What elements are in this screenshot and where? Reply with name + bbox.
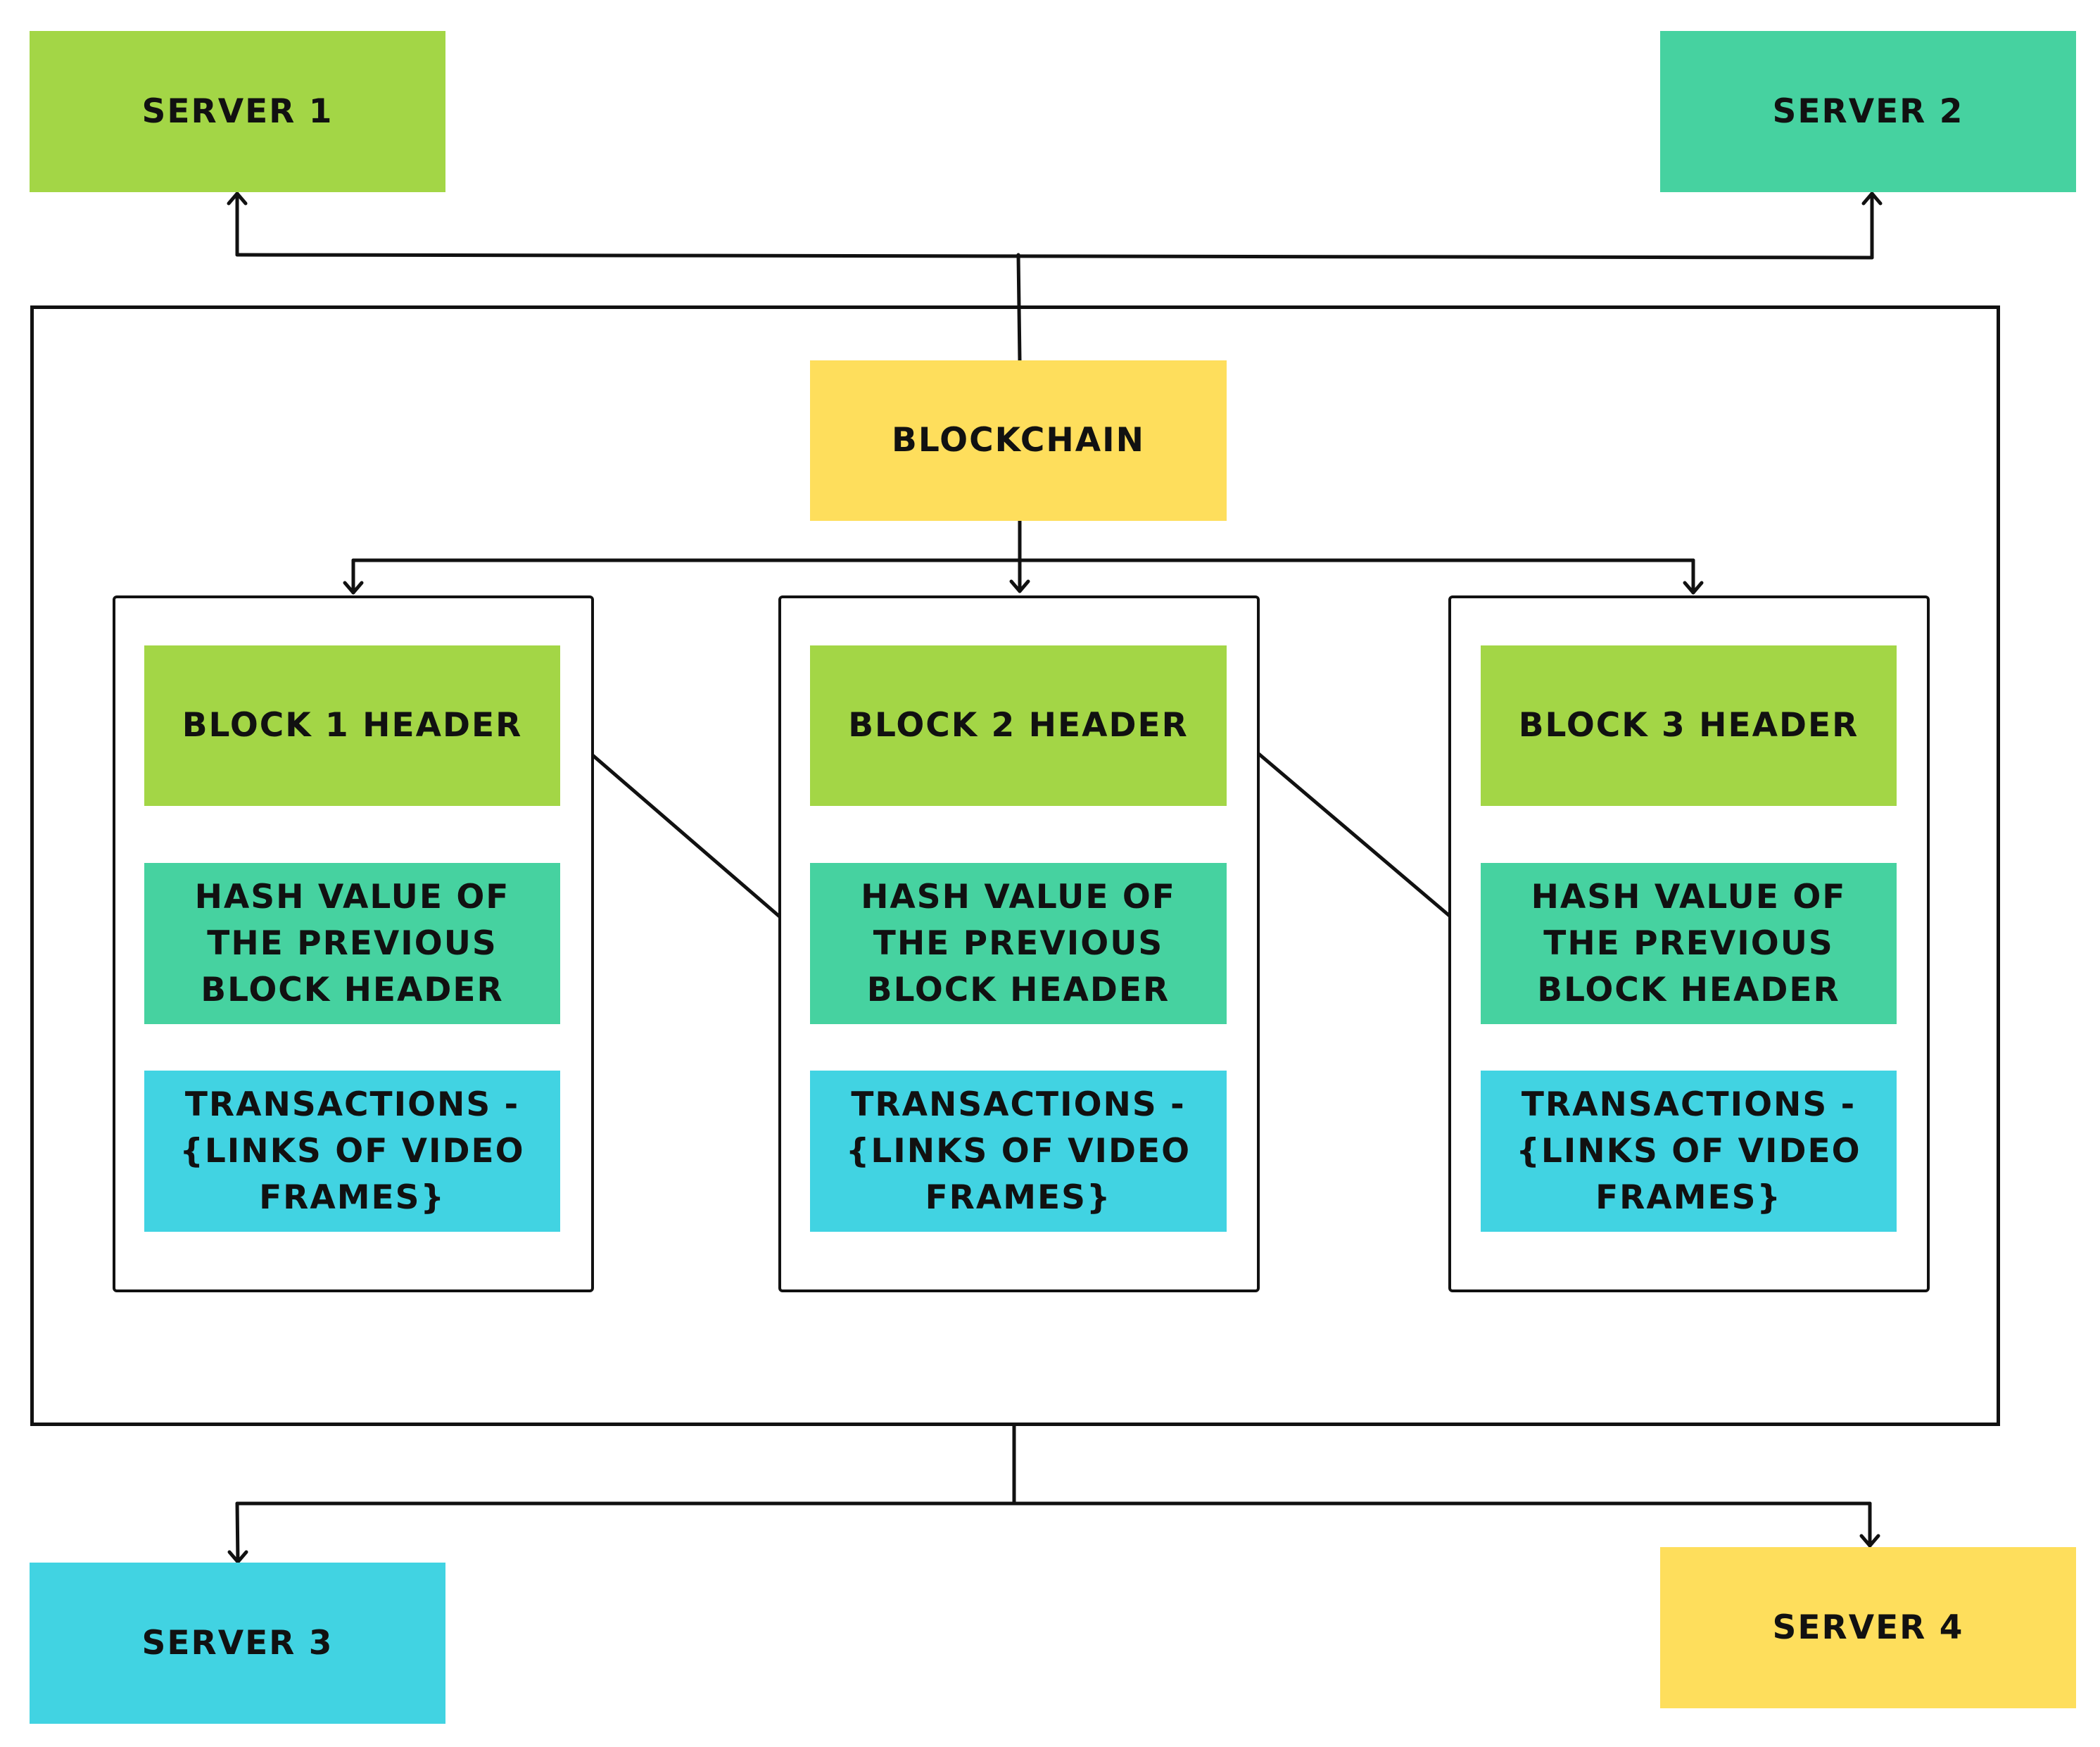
link-block-1-header-to-block-2-hash [559, 726, 815, 947]
block-1-transactions-line-1: TRANSACTIONS - [184, 1085, 520, 1124]
block-1-header: BLOCK 1 HEADER [144, 645, 560, 806]
blockchain-label: BLOCKCHAIN [892, 421, 1145, 460]
server-2-label: SERVER 2 [1772, 92, 1964, 131]
block-3-transactions-line-2: {LINKS OF VIDEO [1516, 1131, 1861, 1171]
block-2-header: BLOCK 2 HEADER [810, 645, 1227, 806]
block-3-transactions-line-1: TRANSACTIONS - [1521, 1085, 1857, 1124]
block-1-prev-hash-line-1: HASH VALUE OF [194, 877, 510, 916]
server-3: SERVER 3 [30, 1563, 445, 1724]
block-3-header: BLOCK 3 HEADER [1481, 645, 1897, 806]
block-1-prev-hash: HASH VALUE OF THE PREVIOUS BLOCK HEADER [144, 863, 560, 1024]
arrowhead-server-2 [1861, 191, 1883, 206]
block-2-transactions: TRANSACTIONS - {LINKS OF VIDEO FRAMES} [810, 1071, 1227, 1232]
block-3-prev-hash-line-1: HASH VALUE OF [1531, 877, 1847, 916]
link-top-bus [235, 253, 1874, 260]
arrowhead-server-3 [227, 1550, 248, 1564]
block-1-prev-hash-line-2: THE PREVIOUS [207, 923, 498, 963]
arrowhead-block-1 [343, 581, 364, 595]
server-4-label: SERVER 4 [1772, 1608, 1964, 1647]
arrowhead-server-4 [1859, 1534, 1880, 1548]
server-4: SERVER 4 [1660, 1547, 2076, 1708]
block-2-header-label: BLOCK 2 HEADER [848, 706, 1189, 745]
block-2-transactions-line-1: TRANSACTIONS - [851, 1085, 1186, 1124]
link-bottom-bus-to-server-3 [235, 1501, 240, 1564]
block-3-transactions: TRANSACTIONS - {LINKS OF VIDEO FRAMES} [1481, 1071, 1897, 1232]
block-3-prev-hash-line-2: THE PREVIOUS [1543, 923, 1834, 963]
block-3-header-label: BLOCK 3 HEADER [1518, 706, 1859, 745]
block-1-transactions: TRANSACTIONS - {LINKS OF VIDEO FRAMES} [144, 1071, 560, 1232]
block-1-transactions-line-2: {LINKS OF VIDEO [179, 1131, 525, 1171]
block-2-prev-hash: HASH VALUE OF THE PREVIOUS BLOCK HEADER [810, 863, 1227, 1024]
block-3-prev-hash-line-3: BLOCK HEADER [1537, 970, 1840, 1009]
server-3-label: SERVER 3 [141, 1623, 334, 1663]
arrowhead-block-2 [1009, 579, 1030, 593]
arrowhead-block-3 [1683, 581, 1704, 595]
blockchain-container [30, 305, 2000, 1426]
server-2: SERVER 2 [1660, 31, 2076, 192]
block-2-prev-hash-line-3: BLOCK HEADER [866, 970, 1170, 1009]
block-3-prev-hash: HASH VALUE OF THE PREVIOUS BLOCK HEADER [1481, 863, 1897, 1024]
blockchain-node: BLOCKCHAIN [810, 360, 1227, 521]
block-1-header-label: BLOCK 1 HEADER [182, 706, 523, 745]
server-1-label: SERVER 1 [141, 92, 334, 131]
server-1: SERVER 1 [30, 31, 445, 192]
link-block-2-header-to-block-3-hash [1226, 726, 1486, 947]
block-2-transactions-line-3: FRAMES} [925, 1178, 1112, 1217]
block-1-transactions-line-3: FRAMES} [259, 1178, 445, 1217]
block-1-prev-hash-line-3: BLOCK HEADER [201, 970, 504, 1009]
block-2-prev-hash-line-2: THE PREVIOUS [873, 923, 1164, 963]
block-2-prev-hash-line-1: HASH VALUE OF [861, 877, 1176, 916]
block-3-transactions-line-3: FRAMES} [1595, 1178, 1782, 1217]
arrowhead-server-1 [227, 191, 248, 206]
block-2-transactions-line-2: {LINKS OF VIDEO [845, 1131, 1191, 1171]
